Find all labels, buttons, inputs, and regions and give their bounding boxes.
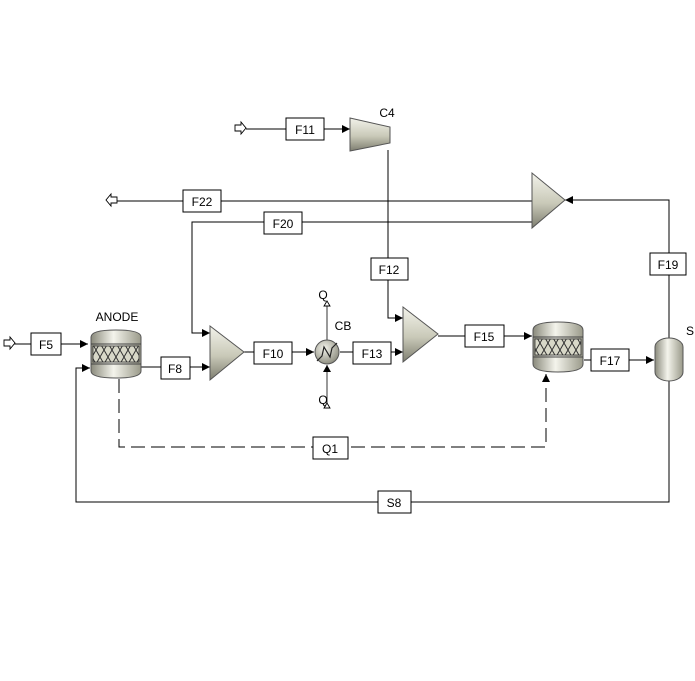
splitter[interactable]	[531, 171, 566, 230]
label-f13: F13	[352, 341, 392, 365]
feed-f5-arrow-icon	[3, 335, 16, 351]
label-f20: F20	[263, 211, 303, 235]
stream-s8[interactable]	[75, 364, 670, 503]
label-s8: S8	[377, 490, 412, 514]
reactor-2[interactable]	[532, 321, 584, 373]
mixer-1[interactable]	[209, 324, 245, 382]
label-q1: Q1	[312, 436, 349, 460]
stream-f12[interactable]	[387, 150, 403, 322]
label-f11: F11	[285, 117, 325, 141]
c4-compressor[interactable]	[349, 117, 391, 152]
svg-text:F12: F12	[379, 263, 400, 277]
label-f15: F15	[464, 324, 505, 348]
label-f5: F5	[30, 332, 62, 356]
q-bottom-label: Q	[318, 393, 327, 407]
block-label-anode: ANODE	[96, 310, 139, 324]
svg-text:F15: F15	[474, 330, 495, 344]
svg-text:F13: F13	[362, 347, 383, 361]
stream-f20[interactable]	[191, 221, 533, 337]
stream-q-top[interactable]	[323, 300, 331, 340]
svg-text:F17: F17	[600, 354, 621, 368]
label-f12: F12	[370, 257, 409, 281]
product-f22-arrow-icon	[105, 192, 118, 208]
cb-heater[interactable]	[314, 339, 340, 365]
label-f19: F19	[649, 252, 687, 276]
svg-text:F10: F10	[263, 347, 284, 361]
label-f22: F22	[182, 189, 222, 213]
svg-text:S8: S8	[387, 496, 402, 510]
q-top-label: Q	[318, 288, 327, 302]
label-f8: F8	[160, 356, 191, 380]
svg-text:F5: F5	[39, 338, 53, 352]
label-f10: F10	[253, 341, 293, 365]
anode-reactor[interactable]	[90, 329, 142, 379]
stream-q-bottom[interactable]	[323, 365, 331, 409]
mixer-2[interactable]	[402, 305, 439, 364]
svg-text:Q1: Q1	[322, 442, 338, 456]
svg-text:F22: F22	[192, 195, 213, 209]
feed-f11-arrow-icon	[234, 120, 247, 136]
svg-text:F11: F11	[295, 123, 315, 137]
svg-text:F20: F20	[273, 217, 294, 231]
separator-s[interactable]	[654, 337, 684, 382]
stream-q1[interactable]	[118, 374, 550, 448]
block-label-c4: C4	[379, 106, 395, 120]
block-label-s: S	[686, 324, 694, 338]
svg-text:F19: F19	[658, 258, 679, 272]
stream-f19[interactable]	[565, 196, 670, 338]
svg-text:F8: F8	[168, 362, 182, 376]
label-f17: F17	[590, 348, 630, 372]
block-label-cb: CB	[335, 319, 352, 333]
